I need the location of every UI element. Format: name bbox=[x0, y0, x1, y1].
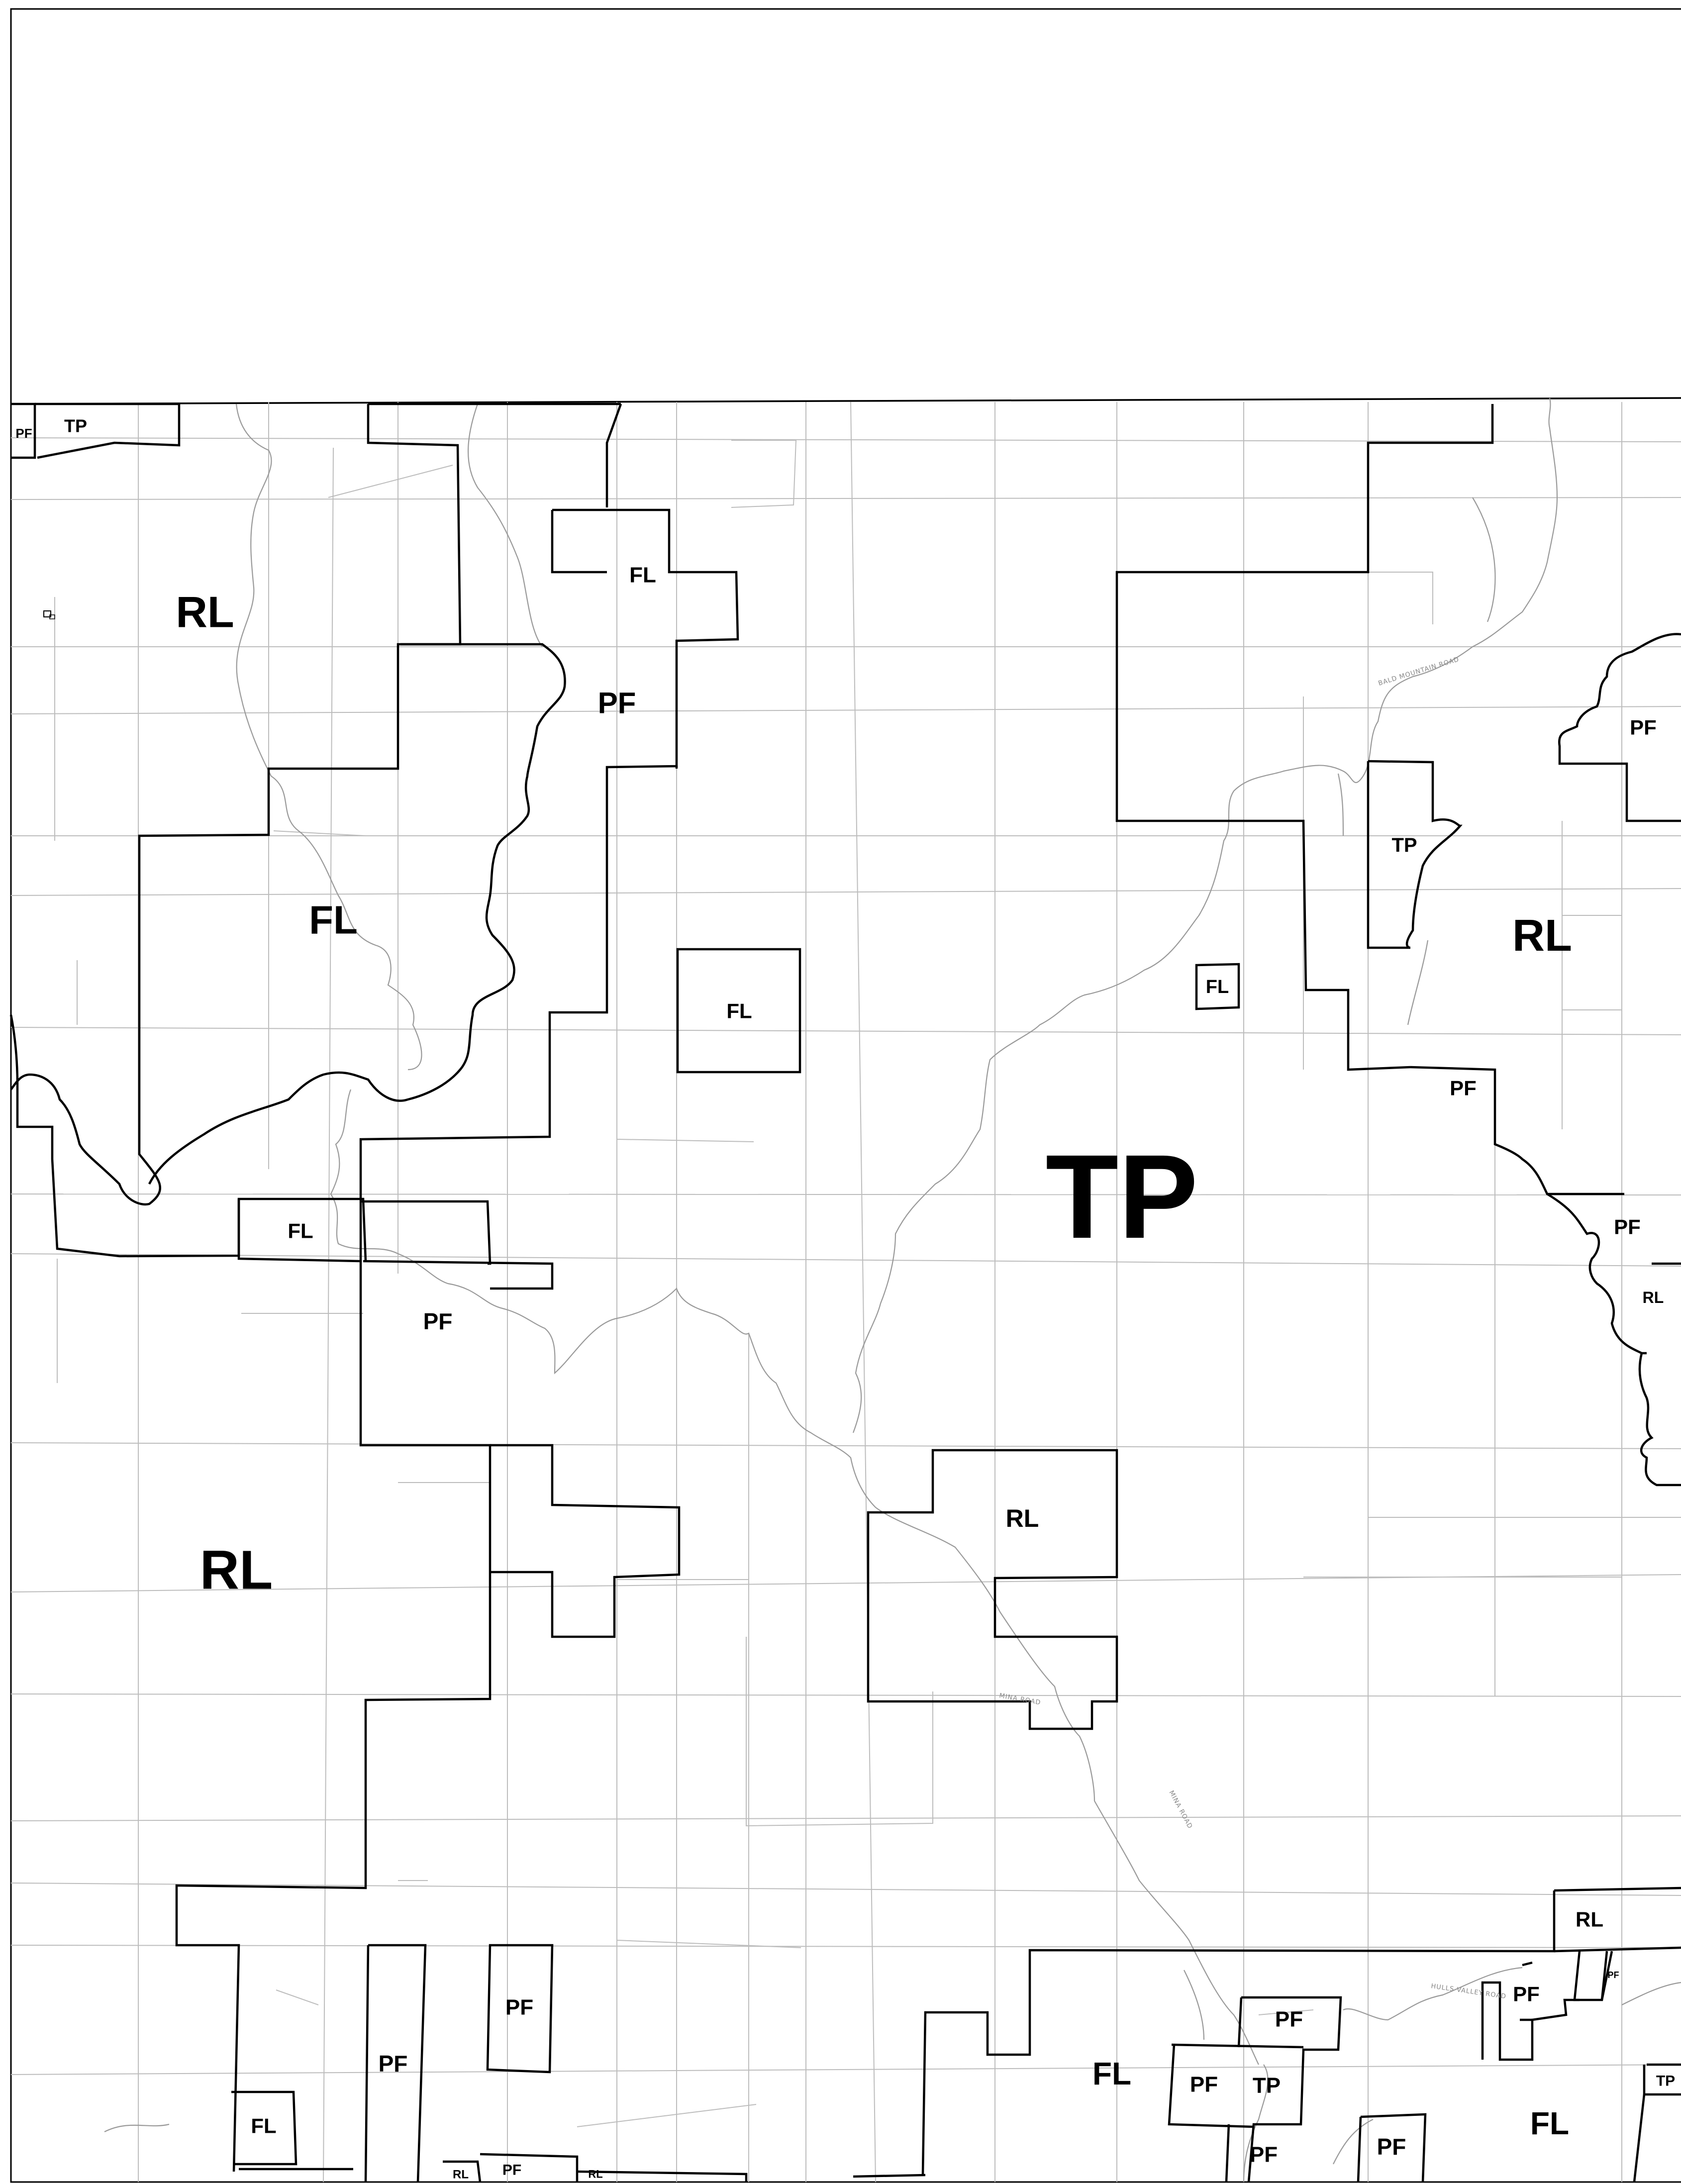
zone-label: RL bbox=[453, 2168, 469, 2182]
road-labels: BALD MOUNTAIN ROAD MINA ROAD MINA ROAD H… bbox=[998, 656, 1507, 2000]
hulls-valley-road-label: HULLS VALLEY ROAD bbox=[1430, 1983, 1506, 2000]
zone-label: RL bbox=[1006, 1504, 1039, 1532]
zone-boundaries bbox=[9, 402, 1681, 2183]
zone-labels: PF TP RL FL PF FL FL TP PF TP RL FL PF F… bbox=[15, 416, 1675, 2182]
zone-label: FL bbox=[1092, 2056, 1131, 2091]
zone-label: RL bbox=[200, 1540, 273, 1601]
zone-label: RL bbox=[588, 2168, 602, 2181]
small-structure-marker bbox=[43, 610, 55, 619]
zone-label: PF bbox=[1250, 2143, 1278, 2167]
bald-mountain-road-label: BALD MOUNTAIN ROAD bbox=[1378, 656, 1460, 688]
zone-label: TP bbox=[1253, 2074, 1281, 2098]
zone-label: TP bbox=[1046, 1130, 1198, 1263]
zone-label: PF bbox=[1190, 2073, 1218, 2097]
zone-label: PF bbox=[1630, 716, 1657, 739]
zone-label: PF bbox=[1275, 2007, 1303, 2032]
zone-label: FL bbox=[288, 1219, 313, 1243]
zone-label: PF bbox=[502, 2162, 521, 2179]
zone-label: TP bbox=[1656, 2073, 1675, 2089]
zone-label: RL bbox=[1512, 911, 1572, 961]
zone-label: PF bbox=[1513, 1983, 1540, 2006]
zone-label: PF bbox=[423, 1308, 453, 1334]
map-top-boundary bbox=[10, 397, 1681, 405]
zone-label: FL bbox=[1530, 2105, 1569, 2141]
zone-label: FL bbox=[629, 563, 656, 588]
zone-label: FL bbox=[726, 999, 752, 1023]
zone-label: RL bbox=[1643, 1289, 1664, 1306]
zone-label: PF bbox=[379, 2051, 408, 2077]
map-frame bbox=[10, 8, 1681, 2183]
zone-label: TP bbox=[64, 416, 87, 436]
zone-label: PF bbox=[598, 687, 636, 720]
zone-label: PF bbox=[1450, 1077, 1477, 1100]
parcel-lines bbox=[10, 401, 1681, 2183]
zone-label: PF bbox=[1377, 2134, 1406, 2160]
zone-label: FL bbox=[309, 898, 358, 942]
zone-label: FL bbox=[1206, 977, 1229, 997]
zone-label: RL bbox=[1576, 1908, 1603, 1931]
zone-label: TP bbox=[1391, 834, 1417, 856]
zone-label: PF bbox=[15, 426, 32, 441]
zone-label: FL bbox=[251, 2114, 276, 2138]
mina-road-label: MINA ROAD bbox=[998, 1692, 1041, 1706]
zone-label: PF bbox=[505, 1995, 533, 2020]
zone-label: PF bbox=[1607, 1970, 1619, 1980]
zone-label: PF bbox=[1614, 1215, 1641, 1239]
mina-road-label-2: MINA ROAD bbox=[1167, 1789, 1193, 1830]
zone-label: RL bbox=[176, 588, 234, 637]
